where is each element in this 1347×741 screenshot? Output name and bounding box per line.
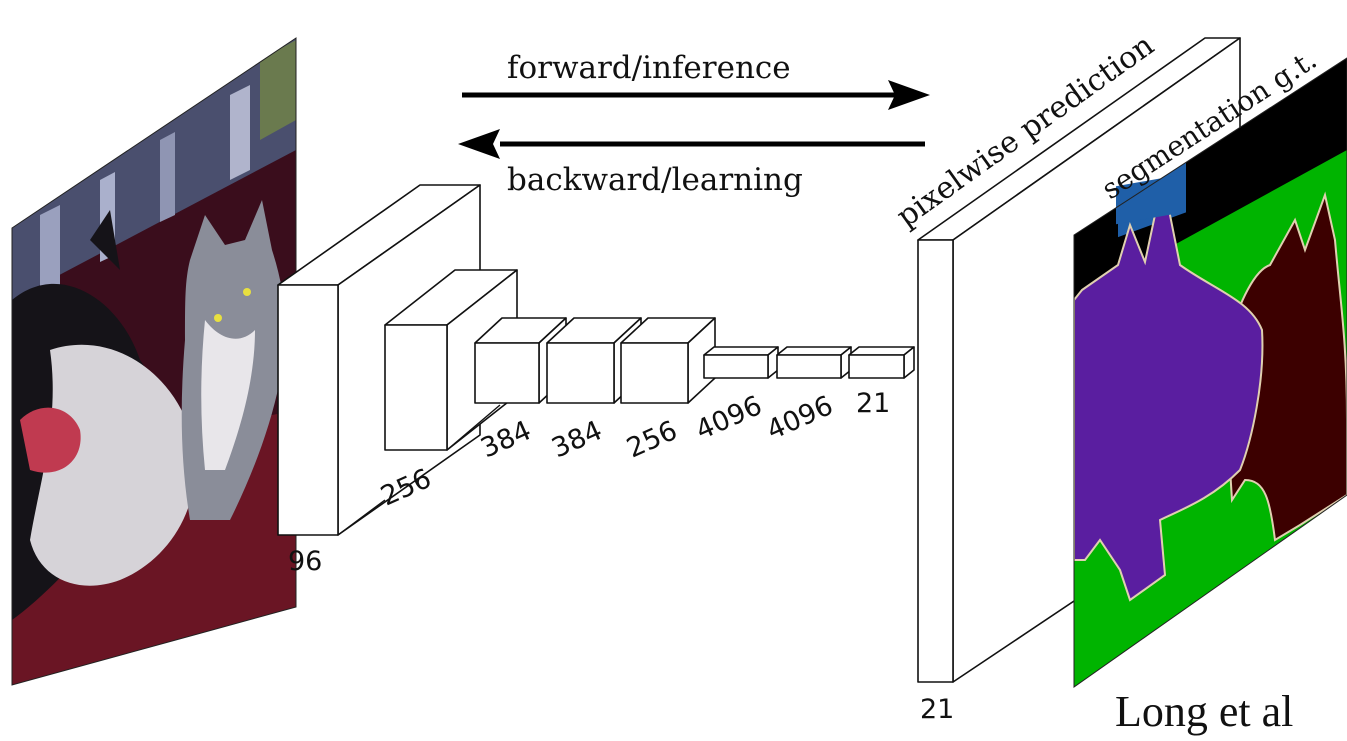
layer-block-conv5 (620, 317, 716, 404)
layer-block-score (848, 346, 915, 379)
layer-label-prediction: 21 (920, 694, 954, 725)
segmentation-frame (1073, 57, 1347, 688)
layer-label-fc6: 4096 (691, 390, 766, 446)
forward-arrow (462, 80, 930, 110)
layer-label-conv5: 256 (622, 415, 682, 464)
input-photo-frame (11, 37, 297, 686)
layer-label-conv4: 384 (547, 415, 607, 464)
layer-block-fc7 (776, 346, 852, 379)
backward-label: backward/learning (507, 162, 803, 198)
block-connectors (337, 404, 501, 536)
layer-label-score: 21 (856, 388, 890, 419)
layer-label-conv1: 96 (288, 546, 322, 577)
segmentation-occlusion-patch (1116, 174, 1184, 225)
caption: Long et al (1115, 687, 1293, 736)
layer-label-fc7: 4096 (762, 390, 837, 446)
forward-label: forward/inference (507, 50, 791, 86)
layer-label-conv3: 384 (476, 415, 536, 464)
input-photo (12, 38, 296, 685)
layer-block-fc6 (703, 346, 779, 379)
backward-arrow (458, 129, 925, 159)
